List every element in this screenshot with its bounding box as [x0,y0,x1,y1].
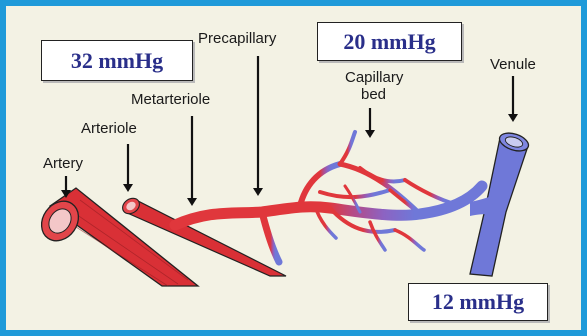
label-capillary-line1: Capillary [345,69,403,86]
label-capillary-line2: bed [361,86,386,103]
arterial-pressure-value: 32 mmHg [71,48,163,74]
capillary-pressure-value: 20 mmHg [343,29,435,55]
arterial-pressure-box: 32 mmHg [41,40,193,81]
label-venule: Venule [490,56,536,73]
arrow-venule [508,76,518,122]
venous-pressure-box: 12 mmHg [408,283,548,321]
venous-pressure-value: 12 mmHg [432,289,524,315]
label-artery: Artery [43,155,83,172]
label-arteriole: Arteriole [81,120,137,137]
label-precapillary: Precapillary [198,30,276,47]
arrow-capillary-bed [365,108,375,138]
capillary-pressure-box: 20 mmHg [317,22,462,61]
arrow-arteriole [123,144,133,192]
label-metarteriole: Metarteriole [131,91,210,108]
arrow-precapillary [253,56,263,196]
arrow-metarteriole [187,116,197,206]
venule-vessel [470,130,531,276]
artery-vessel [34,188,198,286]
